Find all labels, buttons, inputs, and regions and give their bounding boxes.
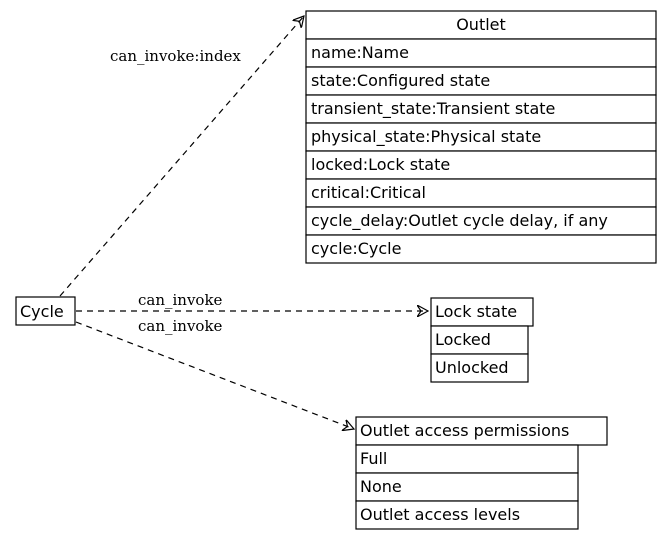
edge-line-permissions xyxy=(75,321,354,429)
node-permissions-row xyxy=(355,444,579,474)
node-permissions: Outlet access permissions Full None Outl… xyxy=(355,416,608,530)
node-outlet-row xyxy=(305,234,657,264)
node-cycle-box xyxy=(15,296,76,326)
node-outlet-row xyxy=(305,94,657,124)
node-outlet-row-text: cycle_delay:Outlet cycle delay, if any xyxy=(311,211,608,231)
node-outlet-row xyxy=(305,178,657,208)
edge-cycle-to-outlet: can_invoke:index xyxy=(59,16,304,297)
edge-line-outlet xyxy=(59,16,304,297)
node-outlet-row-text: cycle:Cycle xyxy=(311,239,401,258)
edge-cycle-to-permissions: can_invoke xyxy=(75,317,354,429)
node-permissions-title-box xyxy=(355,416,608,446)
node-outlet-row-text: name:Name xyxy=(311,43,409,62)
node-outlet-row-text: transient_state:Transient state xyxy=(311,99,555,119)
node-outlet-row xyxy=(305,150,657,180)
node-permissions-title: Outlet access permissions xyxy=(360,421,569,440)
node-lock-state: Lock state Locked Unlocked xyxy=(430,297,534,383)
node-outlet-row-text: locked:Lock state xyxy=(311,155,450,174)
edge-cycle-to-lock-state: can_invoke xyxy=(76,291,428,311)
edge-label-permissions: can_invoke xyxy=(138,317,223,335)
node-permissions-row-text: Outlet access levels xyxy=(360,505,520,524)
node-permissions-row xyxy=(355,500,579,530)
node-lock-state-title: Lock state xyxy=(435,302,517,321)
node-outlet-row-text: physical_state:Physical state xyxy=(311,127,541,147)
edge-label-lock-state: can_invoke xyxy=(138,291,223,309)
node-lock-state-row-text: Unlocked xyxy=(435,358,509,377)
node-outlet-row xyxy=(305,206,657,236)
node-lock-state-row-text: Locked xyxy=(435,330,491,349)
node-outlet-row-text: critical:Critical xyxy=(311,183,426,202)
node-permissions-row xyxy=(355,472,579,502)
node-outlet-row xyxy=(305,122,657,152)
node-outlet-row-text: state:Configured state xyxy=(311,71,490,90)
node-lock-state-row xyxy=(430,325,529,355)
node-lock-state-title-box xyxy=(430,297,534,327)
node-outlet-title-box xyxy=(305,10,657,40)
node-permissions-row-text: None xyxy=(360,477,402,496)
node-cycle-label: Cycle xyxy=(20,302,64,321)
node-outlet-title: Outlet xyxy=(456,15,506,34)
node-lock-state-row xyxy=(430,353,529,383)
edge-label-outlet: can_invoke:index xyxy=(110,47,241,65)
node-outlet: Outlet name:Name state:Configured state … xyxy=(305,10,657,264)
node-cycle: Cycle xyxy=(15,296,76,326)
node-permissions-row-text: Full xyxy=(360,449,387,468)
